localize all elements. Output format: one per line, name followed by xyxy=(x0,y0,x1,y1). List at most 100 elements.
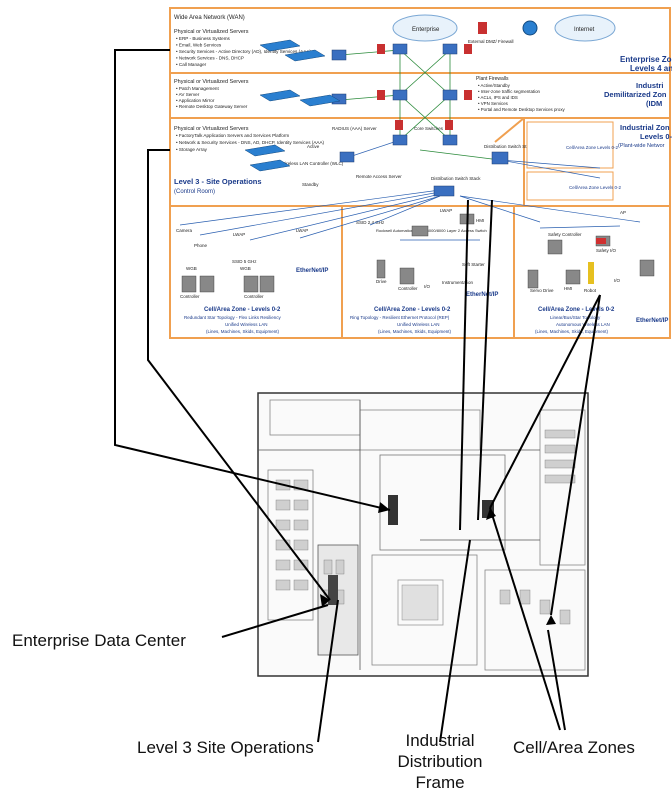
level3-title: Level 3 - Site Operations xyxy=(174,177,262,186)
level3-server-list: • FactoryTalk Application Servers and Se… xyxy=(176,133,325,152)
core-switches-label: Core Switches xyxy=(414,126,444,131)
enterprise-server-item: • ERP - Business Systems xyxy=(176,36,231,41)
mini-zone-label-2: Cell/Area Zone Levels 0-2 xyxy=(569,185,622,190)
robot-icon xyxy=(588,262,594,284)
cell2-line1: Ring Topology - Resilient Ethernet Proto… xyxy=(350,315,450,320)
drive-label: Drive xyxy=(376,279,387,284)
plant-firewall-item: • VPN Services xyxy=(478,101,509,106)
enterprise-server-item: • Email, Web Services xyxy=(176,43,222,48)
cell1-title: Cell/Area Zone - Levels 0-2 xyxy=(204,307,281,313)
lwap-label-3: LWAP xyxy=(440,208,452,213)
ap-label: AP xyxy=(620,210,626,215)
industrial-zone-subtitle-2: (Plant-wide Networ xyxy=(618,143,665,149)
cell3-ethernet: EtherNet/IP xyxy=(636,318,668,324)
lwap-label-2: LWAP xyxy=(296,228,308,233)
external-firewall-icon xyxy=(478,22,487,34)
plant-firewall-item: • Active/Standby xyxy=(478,83,511,88)
cell1-line3: (Lines, Machines, Skids, Equipment) xyxy=(206,329,280,334)
firewall-icons xyxy=(377,44,472,130)
idf-line-2: Distribution xyxy=(397,752,483,771)
cell3-line1: Linear/Bus/Star Topology xyxy=(550,315,601,320)
cell1-line1: Redundant Star Topology - Flex Links Res… xyxy=(184,315,281,320)
server-icons xyxy=(244,39,341,172)
dmz-zone-box xyxy=(169,72,671,119)
wgb-label-1: WGB xyxy=(186,266,197,271)
dmz-servers-heading: Physical or Virtualized Servers xyxy=(174,79,249,85)
cell3-title: Cell/Area Zone - Levels 0-2 xyxy=(538,307,615,313)
enterprise-cloud: Enterprise xyxy=(392,14,458,42)
level3-server-item: • Network & Security Services - DNS, AD,… xyxy=(176,140,325,145)
zone-connector xyxy=(494,117,525,143)
network-links-blue xyxy=(179,139,641,241)
enterprise-server-item: • Call Manager xyxy=(176,62,207,67)
io-label-2: I/O xyxy=(614,278,621,283)
leader-lines xyxy=(114,49,601,743)
dmz-server-item: • Application Mirror xyxy=(176,98,215,103)
active-label: Active xyxy=(307,144,320,149)
svg-text:Enterprise: Enterprise xyxy=(412,27,440,33)
level3-server-item: • Storage Array xyxy=(176,147,208,152)
lwap-label-1: LWAP xyxy=(233,232,245,237)
leader-arrowheads xyxy=(320,502,556,625)
controller-label-1: Controller xyxy=(180,294,200,299)
controller-label-2: Controller xyxy=(244,294,264,299)
instrumentation-label: Instrumentation xyxy=(442,280,474,285)
wgb-label-2: WGB xyxy=(240,266,251,271)
level3-subtitle: (Control Room) xyxy=(174,189,215,195)
industrial-zone-subtitle: Levels 0- xyxy=(640,132,672,141)
servo-drive-label: Servo Drive xyxy=(530,288,554,293)
dmz-subtitle: Demilitarized Zon xyxy=(604,90,667,99)
distribution-stack-1-label: Distribution Switch Stack xyxy=(484,144,534,149)
robot-label: Robot xyxy=(584,288,597,293)
cell1-line2: Unified Wireless LAN xyxy=(225,322,268,327)
enterprise-zone-title: Enterprise Zone xyxy=(620,55,672,64)
external-router-icon xyxy=(522,20,538,36)
idf-line-1: Industrial xyxy=(405,731,475,750)
level3-site-operations-callout: Level 3 Site Operations xyxy=(137,738,314,757)
hmi-label-1: HMI xyxy=(476,218,484,223)
io-label-1: I/O xyxy=(424,284,431,289)
soft-starter-label: Soft Starter xyxy=(462,262,485,267)
level3-servers-heading: Physical or Virtualized Servers xyxy=(174,126,249,132)
svg-text:Internet: Internet xyxy=(574,27,595,33)
cell3-line3: (Lines, Machines, Skids, Equipment) xyxy=(535,329,609,334)
field-device-icons xyxy=(181,213,655,293)
enterprise-server-item: • Security Services - Active Directory (… xyxy=(176,49,311,54)
floor-plan xyxy=(257,392,589,677)
device-labels: Camera Phone LWAP LWAP LWAP SSID 5 GHz W… xyxy=(176,208,626,299)
cell2-ethernet: EtherNet/IP xyxy=(466,292,498,298)
cell-area-zones-callout: Cell/Area Zones xyxy=(513,738,635,757)
cell-zone-box-1 xyxy=(169,205,343,339)
idf-line-3: Frame xyxy=(415,773,465,792)
dmz-server-item: • Patch Management xyxy=(176,86,219,91)
ssid5-label: SSID 5 GHz xyxy=(232,259,257,264)
ssid24-label: SSID 2.4 GHz xyxy=(356,220,385,225)
enterprise-zone-subtitle: Levels 4 and xyxy=(630,64,672,73)
plant-firewall-item: • Portal and Remote Desktop Services pro… xyxy=(478,107,566,112)
industrial-zone-title: Industrial Zon xyxy=(620,123,670,132)
enterprise-servers-heading: Physical or Virtualized Servers xyxy=(174,29,249,35)
industrial-distribution-frame-callout: Industrial Distribution Frame xyxy=(380,730,500,793)
safety-controller-label: Safety Controller xyxy=(548,232,582,237)
external-firewall-label: External DMZ/ Firewall xyxy=(468,39,514,44)
enterprise-server-item: • Network Services - DNS, DHCP xyxy=(176,56,244,61)
internet-cloud: Internet xyxy=(554,14,616,42)
safety-io-label: Safety I/O xyxy=(596,248,617,253)
cell-zone-texts: Cell/Area Zone - Levels 0-2 Redundant St… xyxy=(184,268,668,334)
standby-label: Standby xyxy=(302,182,319,187)
switch-icons xyxy=(331,43,509,197)
rockwell-label: Rockwell Automation Stratix 5000/8000 La… xyxy=(376,228,487,233)
level3-box xyxy=(169,117,525,207)
hmi-label-2: HMI xyxy=(564,286,572,291)
plant-firewall-item: • ACLs, IPS and IDS xyxy=(478,95,518,100)
cell2-line3: (Lines, Machines, Skids, Equipment) xyxy=(378,329,452,334)
safety-device-icon xyxy=(596,238,606,244)
distribution-stack-2-label: Distribution Switch Stack xyxy=(431,176,481,181)
enterprise-data-center-callout: Enterprise Data Center xyxy=(12,631,186,650)
enterprise-server-list: • ERP - Business Systems • Email, Web Ser… xyxy=(176,36,311,67)
ops-rack-icon xyxy=(328,575,338,605)
mini-zone-box-1 xyxy=(526,121,614,169)
remote-access-label: Remote Access Server xyxy=(356,174,402,179)
